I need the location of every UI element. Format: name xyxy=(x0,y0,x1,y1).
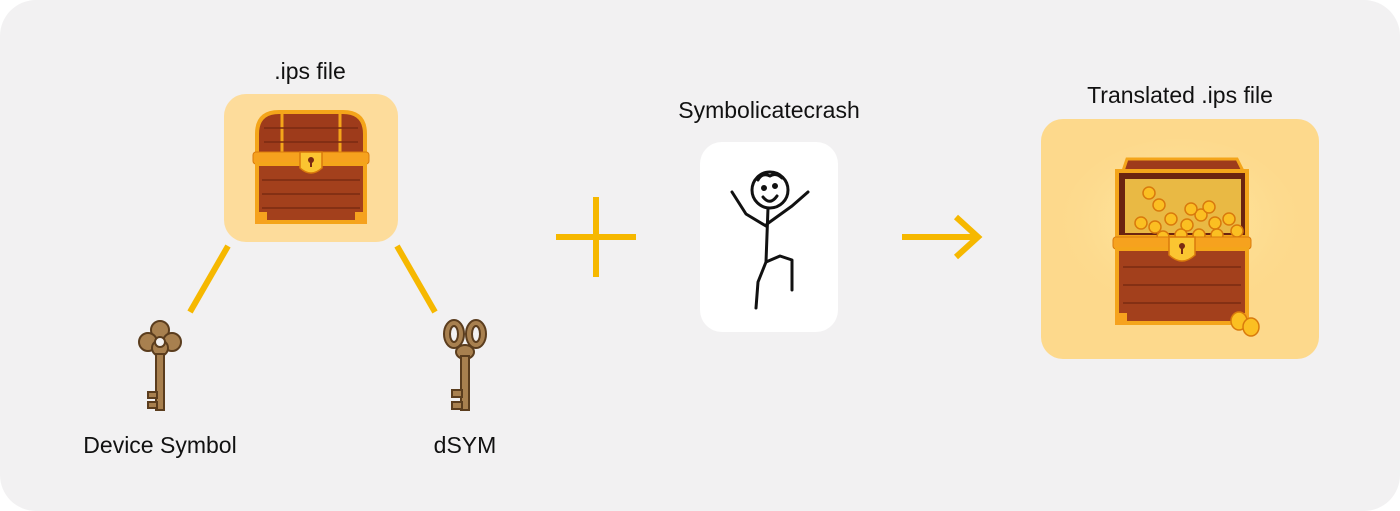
treasure-chest-closed-icon xyxy=(252,110,370,224)
arrow-right-icon xyxy=(902,214,983,260)
stick-figure-icon xyxy=(730,170,810,310)
symbolicatecrash-label: Symbolicatecrash xyxy=(678,97,860,123)
ips-file-tile xyxy=(224,94,398,242)
ornate-key-icon xyxy=(136,318,184,414)
translated-ips-file-tile xyxy=(1041,119,1319,359)
plus-icon xyxy=(556,197,636,277)
dsym-label: dSYM xyxy=(433,432,497,458)
ring-key-icon xyxy=(440,318,490,414)
device-symbol-label: Device Symbol xyxy=(83,432,237,458)
translated-ips-file-label: Translated .ips file xyxy=(1087,82,1273,108)
symbolicatecrash-tile xyxy=(700,142,838,332)
connector-line-right xyxy=(394,244,438,314)
ips-file-label: .ips file xyxy=(274,58,346,84)
treasure-chest-open-gold-icon xyxy=(1060,139,1300,337)
connector-line-left xyxy=(187,244,231,314)
